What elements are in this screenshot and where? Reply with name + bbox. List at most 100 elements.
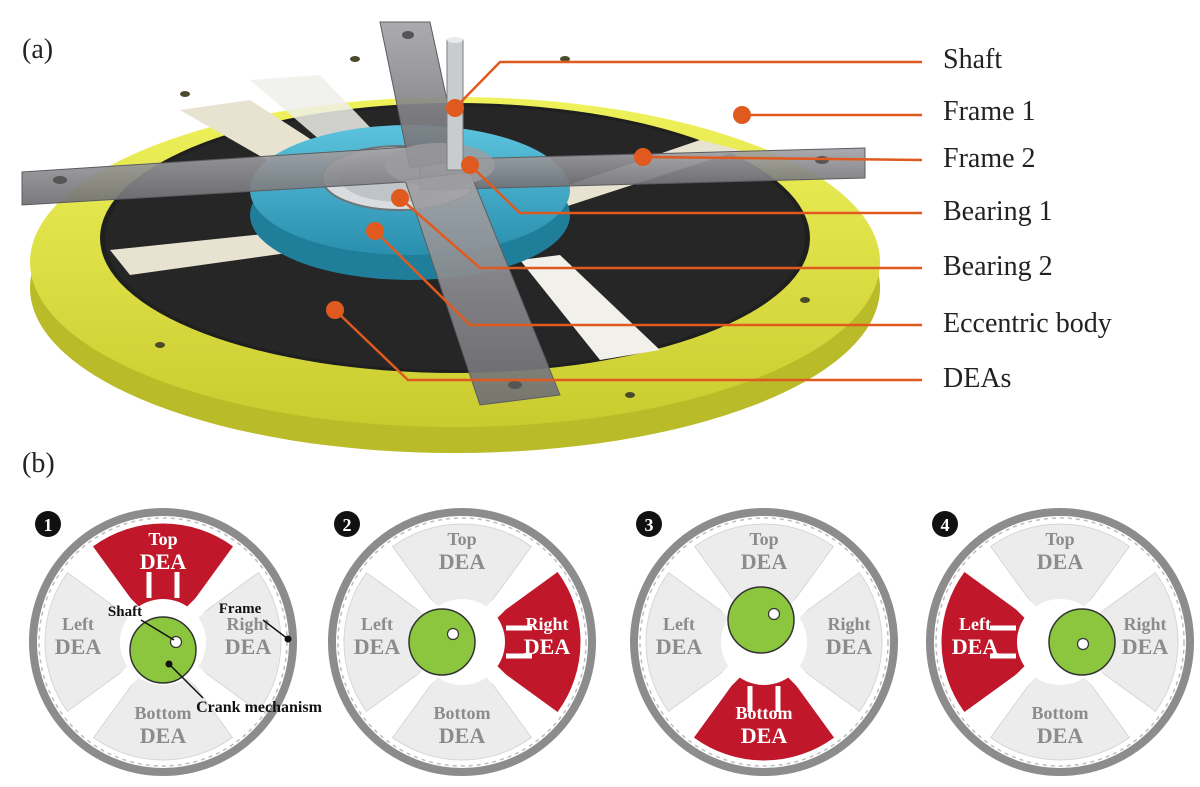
left-dea-sector (343, 571, 463, 713)
bottom-dea-label-line1: Bottom (135, 703, 192, 723)
right-dea-label-line1: Right (827, 614, 870, 634)
annotation-shaft: Shaft (108, 604, 142, 620)
right-dea-label-line1: Right (226, 614, 269, 634)
callout-dots (326, 99, 751, 319)
left-dea-label-line2: DEA (354, 634, 401, 659)
crank-mechanism (727, 586, 795, 654)
left-dea-sector (941, 571, 1061, 713)
right-dea-label-line2: DEA (1122, 634, 1169, 659)
force-arrows (497, 623, 532, 661)
top-dea-label-line2: DEA (140, 549, 187, 574)
top-dea-label-line2: DEA (741, 549, 788, 574)
top-dea-label-line1: Top (447, 529, 476, 549)
right-dea-label-line1: Right (1123, 614, 1166, 634)
shaft-pin (767, 607, 781, 621)
left-dea-label-line1: Left (959, 614, 991, 634)
force-arrow-head (1020, 651, 1025, 661)
bottom-dea-label-line2: DEA (741, 723, 788, 748)
step-number: 3 (645, 515, 654, 535)
crank-dot (165, 660, 173, 668)
right-dea-sector (763, 571, 883, 713)
top-dea-sector (989, 523, 1131, 643)
shaft-pin (1076, 637, 1090, 651)
frame-inner-edge (639, 517, 889, 767)
force-arrow-head (497, 651, 502, 661)
crank-leader (168, 663, 204, 699)
step-number-badge (636, 511, 662, 537)
crank-mechanism (129, 616, 197, 684)
step-number: 1 (44, 515, 53, 535)
frame-dot (284, 635, 292, 643)
top-dea-label-line1: Top (749, 529, 778, 549)
frame-leader (262, 619, 289, 640)
top-dea-label-line1: Top (1045, 529, 1074, 549)
left-dea-label-line1: Left (663, 614, 695, 634)
bottom-dea-label-line1: Bottom (1032, 703, 1089, 723)
annotation-crank-mechanism: Crank mechanism (196, 699, 322, 716)
panel-a-label: (a) (22, 34, 54, 65)
force-arrows (745, 677, 783, 712)
right-dea-label-line1: Right (525, 614, 568, 634)
left-dea-label-line2: DEA (656, 634, 703, 659)
shaft-pin (446, 627, 460, 641)
step-number-badge (932, 511, 958, 537)
right-dea-sector (162, 571, 282, 713)
step-number: 2 (343, 515, 352, 535)
top-dea-label-line2: DEA (439, 549, 486, 574)
frame-inner-edge (935, 517, 1185, 767)
bottom-dea-sector (693, 641, 835, 761)
annotation-frame: Frame (219, 601, 262, 617)
crank-mechanism (408, 608, 476, 676)
force-arrow-head (773, 677, 783, 682)
bottom-dea-sector (92, 641, 234, 761)
callout-frame1: Frame 1 (943, 96, 1036, 127)
callout-bearing1: Bearing 1 (943, 196, 1053, 227)
force-arrow-head (745, 677, 755, 682)
top-dea-label-line1: Top (148, 529, 177, 549)
frame-inner-edge (337, 517, 587, 767)
top-dea-sector (92, 523, 234, 643)
bottom-dea-label-line1: Bottom (736, 703, 793, 723)
frame2-bars (21, 21, 866, 406)
force-arrow-head (497, 623, 502, 633)
callout-bearing2: Bearing 2 (943, 251, 1053, 282)
bottom-dea-label-line2: DEA (439, 723, 486, 748)
right-dea-label-line2: DEA (826, 634, 873, 659)
right-dea-sector (1059, 571, 1179, 713)
left-dea-sector (44, 571, 164, 713)
callout-lines (334, 60, 923, 382)
left-dea-sector (645, 571, 765, 713)
bottom-dea-sector (989, 641, 1131, 761)
bottom-dea-sector (391, 641, 533, 761)
callout-deas: DEAs (943, 363, 1012, 394)
bottom-dea-label-line2: DEA (140, 723, 187, 748)
step-number-badge (334, 511, 360, 537)
right-dea-label-line2: DEA (225, 634, 272, 659)
left-dea-label-line2: DEA (55, 634, 102, 659)
force-arrow-head (144, 602, 154, 607)
force-arrows (144, 572, 182, 607)
callout-shaft: Shaft (943, 44, 1003, 75)
top-dea-label-line2: DEA (1037, 549, 1084, 574)
top-dea-sector (693, 523, 835, 643)
callout-frame2: Frame 2 (943, 143, 1036, 174)
panel-b-label: (b) (22, 448, 55, 479)
callout-eccentric-body: Eccentric body (943, 308, 1112, 339)
step-number-badge (35, 511, 61, 537)
bottom-dea-label-line2: DEA (1037, 723, 1084, 748)
bottom-dea-label-line1: Bottom (434, 703, 491, 723)
shaft-leader (140, 619, 175, 641)
right-dea-sector (461, 571, 581, 713)
left-dea-label-line1: Left (361, 614, 393, 634)
step-number: 4 (941, 515, 950, 535)
top-dea-sector (391, 523, 533, 643)
force-arrows (990, 623, 1025, 661)
force-arrow-head (1020, 623, 1025, 633)
